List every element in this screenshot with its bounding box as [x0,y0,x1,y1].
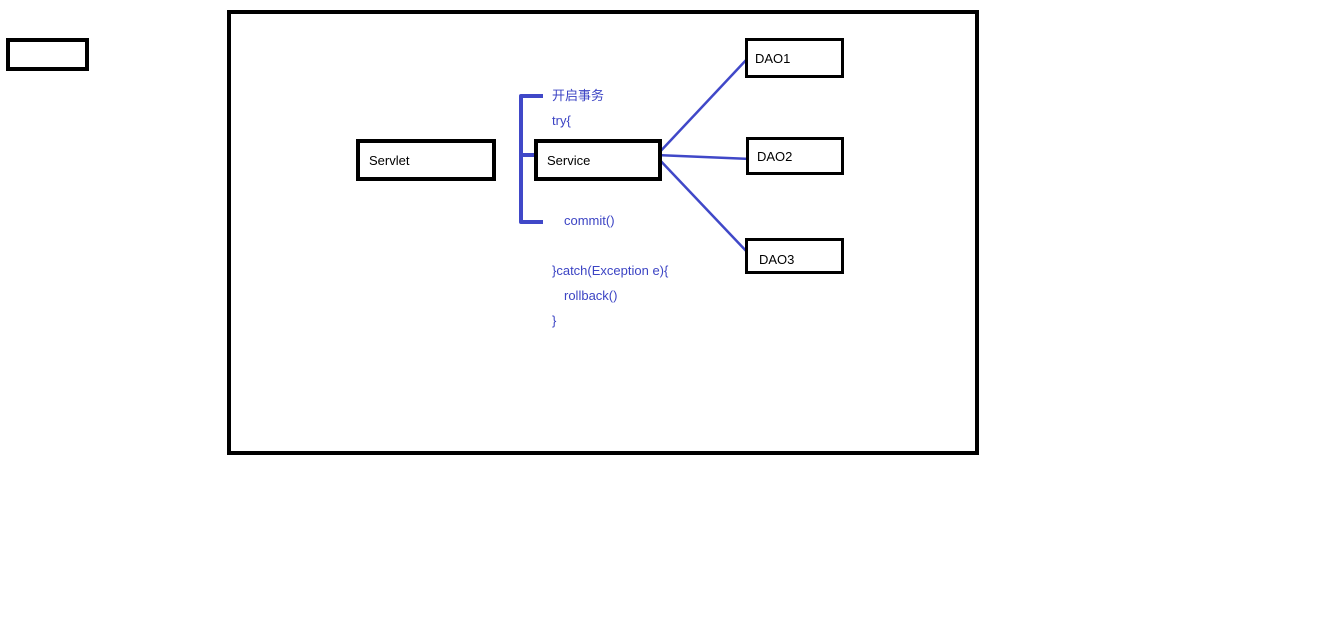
try-text: try{ [552,113,571,128]
service-label: Service [547,152,591,168]
commit-text: commit() [564,213,615,228]
dao2-label: DAO2 [757,148,793,164]
diagram-frame [227,10,979,455]
servlet-node: Servlet [356,139,496,181]
rollback-text: rollback() [564,288,618,303]
servlet-label: Servlet [369,152,410,168]
catch-text: }catch(Exception e){ [552,263,669,278]
begin-transaction-text: 开启事务 [552,88,605,103]
service-node: Service [534,139,662,181]
transaction-bracket [519,94,543,224]
dao3-label: DAO3 [759,251,795,267]
closing-brace-text: } [552,313,557,328]
service-to-dao1-line [655,57,749,157]
service-to-dao2-line [655,153,752,161]
dao1-node: DAO1 [745,38,844,78]
empty-box [6,38,89,71]
dao3-node: DAO3 [745,238,844,274]
service-to-dao3-line [655,155,750,255]
dao2-node: DAO2 [746,137,844,175]
dao1-label: DAO1 [755,50,791,66]
